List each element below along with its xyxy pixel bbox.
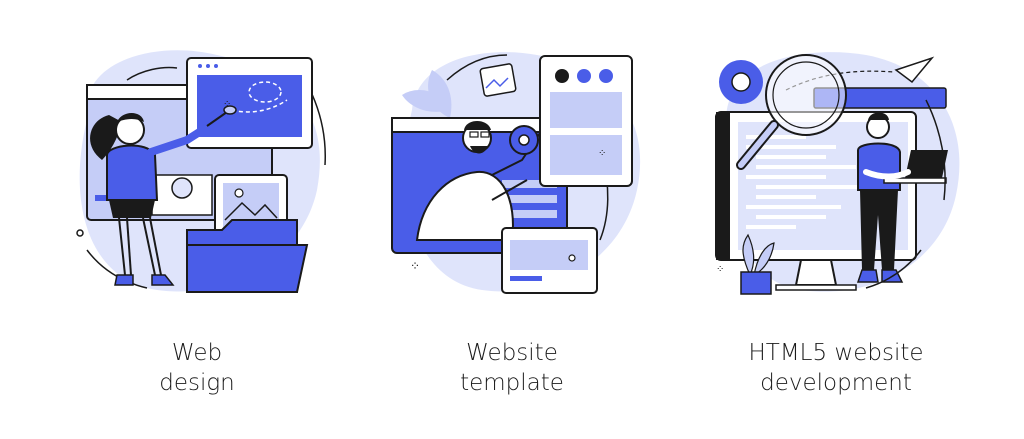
website-template-caption: Website template (362, 338, 662, 398)
html5-development-caption-line2: development (760, 370, 912, 396)
svg-text:⁘: ⁘ (410, 259, 420, 273)
website-template-caption-line2: template (460, 370, 564, 396)
website-template-panel: ⁘ ⁘ Website templ (362, 0, 662, 439)
svg-text:⁘: ⁘ (223, 99, 231, 110)
html5-development-caption-line1: HTML5 website (748, 340, 924, 366)
web-design-caption-line2: design (159, 370, 235, 396)
web-design-caption-line1: Web (171, 340, 223, 366)
html5-development-illustration: ⁘ (715, 52, 960, 295)
web-design-caption: Web design (47, 338, 347, 398)
html5-development-panel: ⁘ HTML5 website development (686, 0, 986, 439)
html5-development-caption: HTML5 website development (686, 338, 986, 398)
web-design-illustration: ⁘ (76, 50, 326, 293)
svg-text:⁘: ⁘ (716, 264, 724, 275)
website-template-caption-line1: Website (466, 340, 558, 366)
svg-text:⁘: ⁘ (598, 148, 606, 159)
website-template-illustration: ⁘ ⁘ (391, 52, 641, 294)
web-design-panel: ⁘ Web design (47, 0, 347, 439)
